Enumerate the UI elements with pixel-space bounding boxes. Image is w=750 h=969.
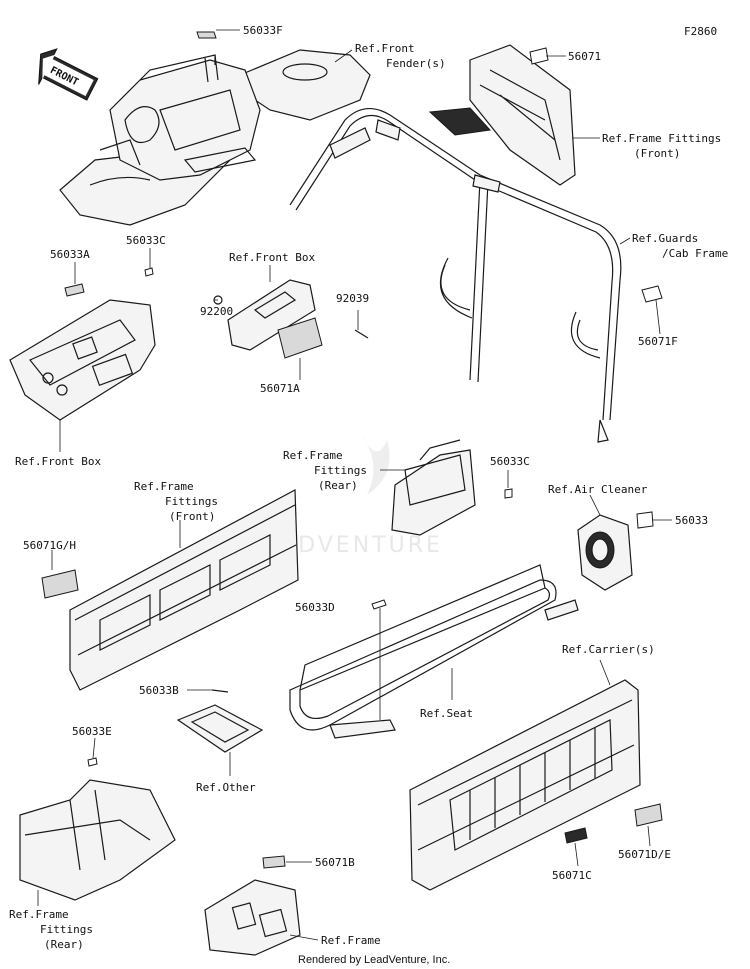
- ref-frame-fittings-rear-bottom-line1: Ref.Frame: [9, 908, 69, 921]
- frame-fittings-front-panel: [41, 489, 299, 691]
- ref-air-cleaner: Ref.Air Cleaner: [548, 483, 648, 496]
- front-fender-assembly: [59, 31, 371, 226]
- part-92039: 92039: [336, 292, 369, 305]
- footer-credit: Rendered by LeadVenture, Inc.: [298, 954, 450, 966]
- decal-56033A: [64, 283, 85, 297]
- front-arrow: FRONT: [38, 48, 99, 101]
- ref-seat: Ref.Seat: [420, 707, 473, 720]
- ref-frame-fittings-rear-bottom-line2: Fittings: [40, 923, 93, 936]
- air-cleaner: [577, 511, 654, 591]
- frame-fittings-front-top: [428, 44, 576, 186]
- part-92200: 92200: [200, 305, 233, 318]
- part-56071DE: 56071D/E: [618, 848, 671, 861]
- ref-front-box-top: Ref.Front Box: [229, 251, 315, 264]
- ref-carriers: Ref.Carrier(s): [562, 643, 655, 656]
- front-box-lid: [213, 279, 369, 359]
- ref-frame-fittings-rear-bottom-line3: (Rear): [44, 938, 84, 951]
- part-56071GH: 56071G/H: [23, 539, 76, 552]
- part-56033D: 56033D: [295, 601, 335, 614]
- other-part-boot: [176, 689, 264, 753]
- ref-frame-fittings-front-mid-line3: (Front): [169, 510, 215, 523]
- ref-frame-fittings-rear-mid-line2: Fittings: [314, 464, 367, 477]
- ref-frame-fittings-front-mid-line1: Ref.Frame: [134, 480, 194, 493]
- ref-frame-fittings-rear-mid-line1: Ref.Frame: [283, 449, 343, 462]
- part-56033B: 56033B: [139, 684, 179, 697]
- decal-56071A: [277, 317, 323, 359]
- frame-bracket: [204, 855, 301, 956]
- decal-56033D: [371, 599, 387, 610]
- ref-front-fender-line1: Ref.Front: [355, 42, 415, 55]
- ref-frame-fittings-front-top-line2: (Front): [634, 147, 680, 160]
- cab-frame: [289, 108, 663, 443]
- ref-frame-fittings-front-top-line1: Ref.Frame Fittings: [602, 132, 721, 145]
- decal-56033: [636, 511, 654, 529]
- decal-56071F: [641, 285, 663, 303]
- part-56071: 56071: [568, 50, 601, 63]
- ref-frame-fittings-front-mid-line2: Fittings: [165, 495, 218, 508]
- decal-56071C: [564, 827, 588, 844]
- ref-front-box-bottom: Ref.Front Box: [15, 455, 101, 468]
- decal-56071GH: [41, 569, 79, 599]
- ref-guards-line1: Ref.Guards: [632, 232, 698, 245]
- decal-56033C-top: [144, 267, 154, 277]
- part-56033: 56033: [675, 514, 708, 527]
- part-56071F: 56071F: [638, 335, 678, 348]
- part-56071A: 56071A: [260, 382, 300, 395]
- part-56071C: 56071C: [552, 869, 592, 882]
- ref-front-fender-line2: Fender(s): [386, 57, 446, 70]
- part-56033C-mid: 56033C: [490, 455, 530, 468]
- frame-fittings-rear-mid: [391, 439, 513, 536]
- ref-guards-line2: /Cab Frame: [662, 247, 728, 260]
- ref-other: Ref.Other: [196, 781, 256, 794]
- diagram-code: F2860: [684, 25, 717, 38]
- decal-56071B: [262, 855, 286, 869]
- seat-frame: [289, 564, 579, 739]
- frame-fittings-rear-bottom: [19, 757, 176, 901]
- part-56033F: 56033F: [243, 24, 283, 37]
- part-56033E: 56033E: [72, 725, 112, 738]
- part-56033C-top: 56033C: [126, 234, 166, 247]
- front-box-dash: [9, 267, 156, 421]
- decal-56033C-mid: [504, 488, 513, 499]
- part-56071B: 56071B: [315, 856, 355, 869]
- decal-56071DE: [634, 803, 663, 827]
- decal-56071: [529, 47, 549, 65]
- decal-56033F: [196, 31, 217, 39]
- carrier-bed: [409, 679, 663, 891]
- ref-frame: Ref.Frame: [321, 934, 381, 947]
- ref-frame-fittings-rear-mid-line3: (Rear): [318, 479, 358, 492]
- decal-56033E: [87, 757, 98, 767]
- part-56033A: 56033A: [50, 248, 90, 261]
